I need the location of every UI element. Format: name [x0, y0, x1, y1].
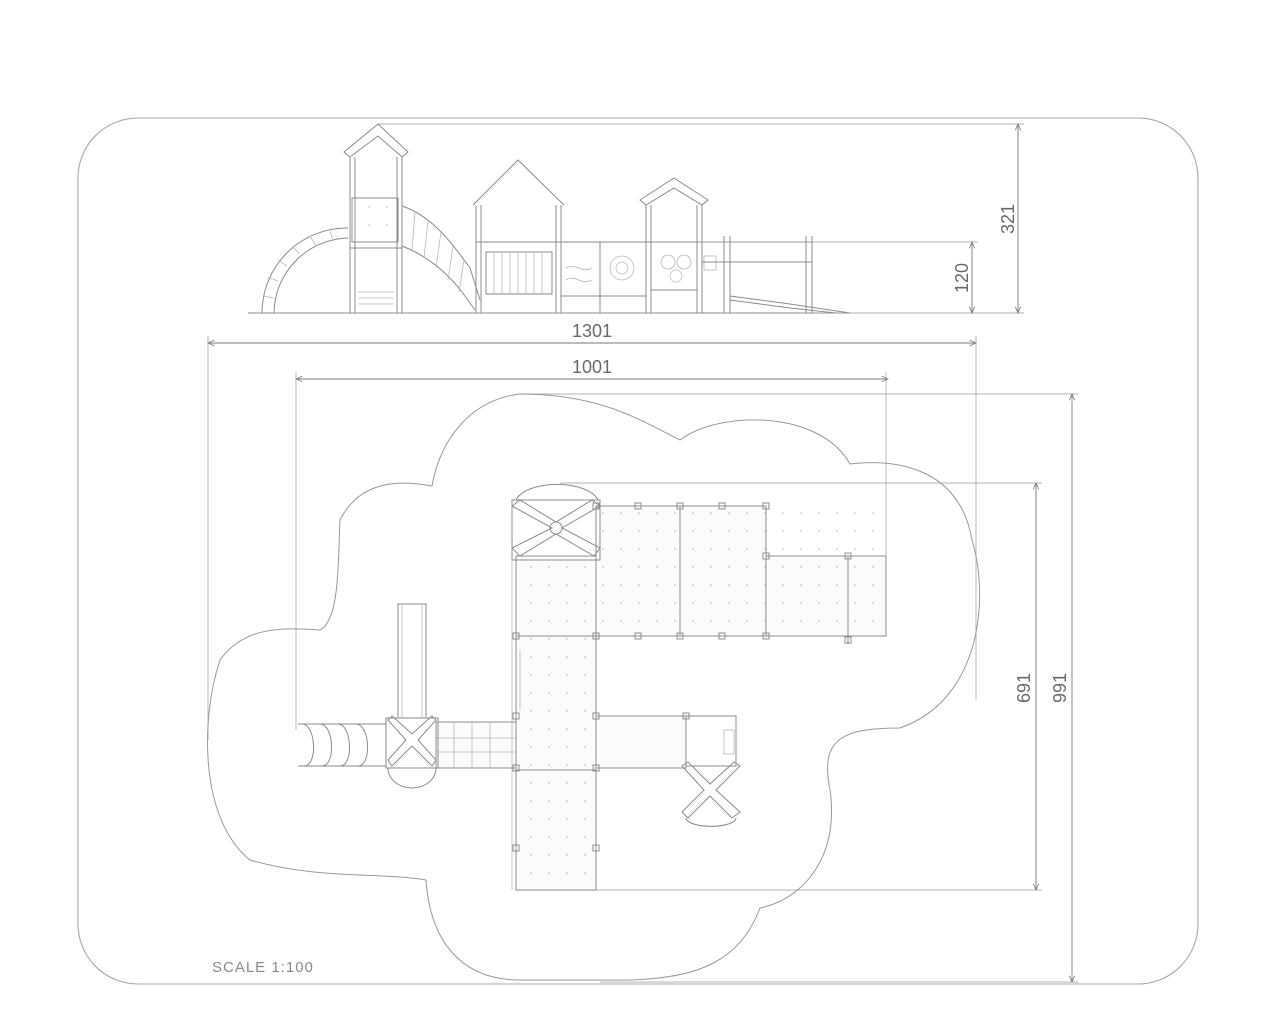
tower-middle — [472, 159, 565, 313]
elevation-view: 321 120 — [248, 124, 1024, 313]
tower-right — [639, 177, 717, 313]
tower-left — [343, 123, 409, 313]
bridge-panels — [561, 241, 646, 313]
deck-panels — [435, 505, 887, 891]
spiral-slide — [261, 227, 349, 314]
scale-label: SCALE 1:100 — [212, 959, 314, 976]
dimension-width-structure: 1001 — [572, 357, 612, 377]
tower-roof-left — [385, 715, 439, 789]
climbing-ramp — [401, 205, 481, 311]
sheet-border — [77, 117, 1199, 985]
posts — [512, 502, 852, 852]
tower-roof-top — [511, 483, 601, 561]
dimension-depth-structure: 691 — [1014, 673, 1034, 703]
spiral-slide-plan — [298, 723, 386, 767]
straight-slide — [397, 603, 427, 719]
safety-zone-outline — [207, 393, 981, 981]
railing-detail — [511, 560, 521, 890]
right-platform — [702, 236, 851, 314]
plan-view: 1301 1001 991 691 — [207, 321, 1078, 982]
tower-roof-right — [681, 715, 741, 827]
dimension-depth-total: 991 — [1050, 673, 1070, 703]
dimension-height-total: 321 — [998, 204, 1018, 234]
dimension-width-total: 1301 — [572, 321, 612, 341]
dimension-height-platform: 120 — [952, 263, 972, 293]
